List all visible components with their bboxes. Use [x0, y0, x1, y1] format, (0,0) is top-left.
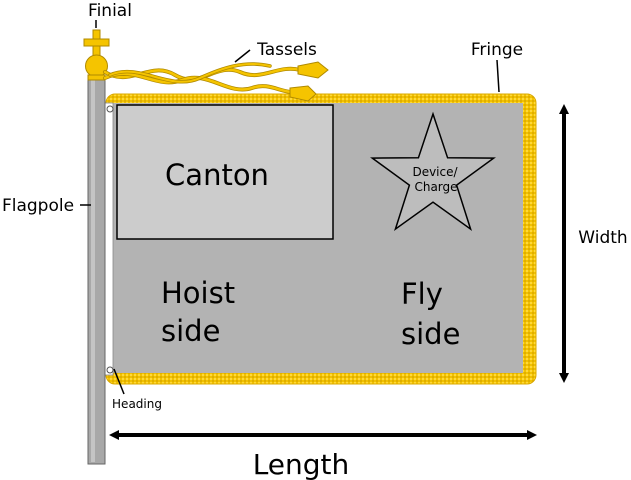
heading-strip	[104, 102, 114, 376]
canton	[116, 104, 334, 240]
label-device-line1: Device/	[412, 165, 458, 179]
label-heading: Heading	[112, 397, 162, 411]
label-fly-line1: Fly	[401, 277, 443, 311]
label-fly-line2: side	[401, 317, 460, 351]
heading-grommet-top	[106, 105, 114, 113]
label-hoist-line2: side	[161, 314, 220, 348]
star-icon	[370, 111, 496, 232]
label-length: Length	[253, 448, 350, 480]
label-tassels: Tassels	[256, 40, 317, 60]
label-width: Width	[578, 228, 627, 248]
label-finial: Finial	[88, 1, 132, 21]
heading-grommet-bottom	[106, 366, 114, 374]
label-fringe: Fringe	[471, 40, 523, 60]
finial	[83, 29, 110, 81]
label-canton: Canton	[165, 158, 269, 192]
label-device-line2: Charge	[414, 180, 457, 194]
flagpole-highlight	[91, 80, 95, 462]
label-hoist-line1: Hoist	[161, 276, 235, 310]
label-flagpole: Flagpole	[2, 196, 74, 216]
leader-lines	[80, 20, 500, 395]
flagpole	[87, 77, 106, 465]
tassels	[103, 61, 329, 102]
